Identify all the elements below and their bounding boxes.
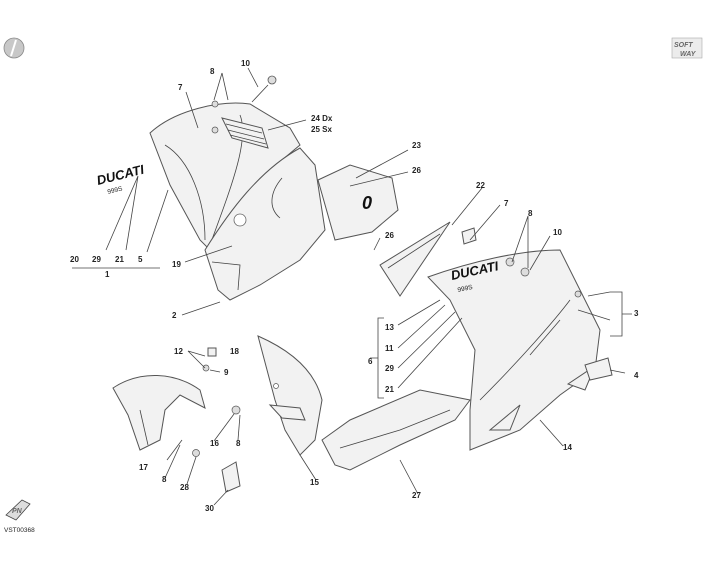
publisher-logo: PN — [5, 499, 31, 521]
callout-6: 6 — [368, 357, 373, 366]
callout-22: 22 — [476, 181, 485, 190]
callout-18: 18 — [230, 347, 239, 356]
callout-19: 19 — [172, 260, 181, 269]
callout-21b: 21 — [385, 385, 394, 394]
nut-9-icon — [202, 364, 210, 372]
side-panel-22 — [379, 221, 451, 297]
callout-30: 30 — [205, 504, 214, 513]
number-plate: 0 — [317, 164, 399, 241]
callout-10a: 10 — [241, 59, 250, 68]
callout-27: 27 — [412, 491, 421, 500]
screw-18 — [207, 347, 217, 357]
diagram-code: VST00368 — [4, 527, 35, 534]
inner-panel-15 — [257, 335, 323, 456]
callout-14: 14 — [563, 443, 572, 452]
callout-24: 24 Dx — [311, 114, 333, 123]
callout-17: 17 — [139, 463, 148, 472]
left-ducati-decal: DUCATI 999S — [95, 162, 146, 196]
callout-8b: 8 — [528, 209, 533, 218]
callout-7b: 7 — [504, 199, 509, 208]
leader-lines — [72, 67, 632, 506]
badge-bottom-text: WAY — [680, 51, 697, 58]
callout-labels: 1 2 3 4 5 6 7 7 8 8 8 8 9 10 10 11 12 13… — [70, 59, 639, 513]
callout-1: 1 — [105, 270, 110, 279]
callout-8d: 8 — [236, 439, 241, 448]
callout-9: 9 — [224, 368, 229, 377]
callout-13: 13 — [385, 323, 394, 332]
upper-fairing-group — [149, 75, 301, 251]
fastener-28-icon — [192, 449, 200, 457]
right-decal-sub: 999S — [457, 284, 474, 294]
callout-23: 23 — [412, 141, 421, 150]
plate-zero-mark: 0 — [362, 193, 372, 213]
callout-26a: 26 — [412, 166, 421, 175]
left-decal-sub: 999S — [107, 185, 124, 196]
lower-inner-panel — [204, 147, 326, 301]
callout-3: 3 — [634, 309, 639, 318]
callout-10b: 10 — [553, 228, 562, 237]
side-fairing-group — [427, 227, 601, 451]
left-decal-text: DUCATI — [95, 162, 146, 188]
front-mudguard — [112, 375, 206, 451]
callout-15: 15 — [310, 478, 319, 487]
callout-11: 11 — [385, 344, 394, 353]
belly-pan — [321, 389, 471, 471]
callout-29a: 29 — [92, 255, 101, 264]
screw-10-icon — [267, 75, 277, 85]
callout-29b: 29 — [385, 364, 394, 373]
badge-top-text: SOFT — [674, 42, 693, 49]
callout-20: 20 — [70, 255, 79, 264]
air-duct-4 — [584, 357, 613, 381]
publisher-logo-text: PN — [12, 508, 23, 515]
callout-25: 25 Sx — [311, 125, 332, 134]
callout-16: 16 — [210, 439, 219, 448]
callout-7a: 7 — [178, 83, 183, 92]
callout-2: 2 — [172, 311, 177, 320]
callout-8a: 8 — [210, 67, 215, 76]
callout-5: 5 — [138, 255, 143, 264]
callout-8c: 8 — [162, 475, 167, 484]
callout-28: 28 — [180, 483, 189, 492]
callout-12: 12 — [174, 347, 183, 356]
callout-4: 4 — [634, 371, 639, 380]
software-badge: SOFT WAY — [671, 37, 703, 59]
section-emblem-icon — [3, 37, 25, 59]
side-fairing-panel — [427, 249, 601, 451]
small-bracket-30 — [221, 461, 241, 493]
callout-26b: 26 — [385, 231, 394, 240]
fastener-16-icon — [231, 405, 241, 415]
callout-21a: 21 — [115, 255, 124, 264]
